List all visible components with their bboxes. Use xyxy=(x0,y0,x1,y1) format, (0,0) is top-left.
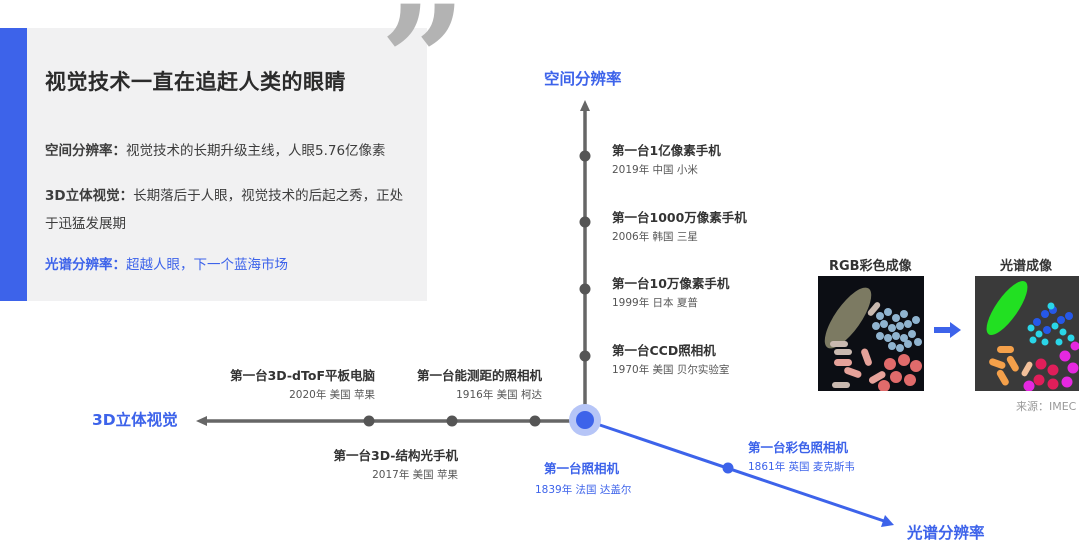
spatial-event-title: 第一台CCD照相机 xyxy=(612,343,716,358)
depth-event-title: 第一台3D-结构光手机 xyxy=(333,448,459,463)
quote-mark-icon: ” xyxy=(380,0,466,149)
point-depth-label: 3D立体视觉： xyxy=(45,188,134,204)
origin-sub: 1839年 法国 达盖尔 xyxy=(535,484,632,496)
point-spectral-label: 光谱分辨率： xyxy=(45,257,126,273)
spectral-event-title: 第一台彩色照相机 xyxy=(748,440,849,455)
spatial-event-sub: 2006年 韩国 三星 xyxy=(612,231,698,243)
spatial-dot xyxy=(579,216,591,228)
depth-dot xyxy=(446,415,458,427)
axis-label-spatial: 空间分辨率 xyxy=(544,70,622,88)
spatial-event-title: 第一台1亿像素手机 xyxy=(612,143,721,158)
axis-label-depth: 3D立体视觉 xyxy=(92,411,178,429)
rgb-image xyxy=(818,276,924,391)
image-source: 来源：IMEC xyxy=(1016,400,1077,413)
spatial-event-sub: 1999年 日本 夏普 xyxy=(612,297,698,309)
depth-event-sub: 2020年 美国 苹果 xyxy=(289,389,375,401)
origin-title: 第一台照相机 xyxy=(544,461,620,476)
spectral-image-label: 光谱成像 xyxy=(1000,259,1053,274)
spatial-dot xyxy=(579,283,591,295)
rgb-image-label: RGB彩色成像 xyxy=(829,259,912,274)
card-title: 视觉技术一直在追赶人类的眼睛 xyxy=(45,70,346,94)
origin-dot xyxy=(576,411,594,429)
depth-dot xyxy=(529,415,541,427)
spatial-dot xyxy=(579,350,591,362)
spectral-arrow-icon xyxy=(881,515,894,527)
summary-card xyxy=(27,28,427,301)
point-depth-text: 长期落后于人眼，视觉技术的后起之秀，正处于迅猛发展期 xyxy=(45,188,404,232)
spatial-arrow-icon xyxy=(580,100,590,111)
spectral-axis-line xyxy=(584,418,885,523)
point-depth: 3D立体视觉：长期落后于人眼，视觉技术的后起之秀，正处于迅猛发展期 xyxy=(45,182,407,238)
depth-dot xyxy=(363,415,375,427)
spatial-event-sub: 2019年 中国 小米 xyxy=(612,164,698,176)
spectral-dot xyxy=(722,462,734,474)
depth-event-title: 第一台3D-dToF平板电脑 xyxy=(230,368,375,383)
accent-bar xyxy=(0,28,27,301)
spatial-event-title: 第一台1000万像素手机 xyxy=(612,210,747,225)
spatial-event-sub: 1970年 美国 贝尔实验室 xyxy=(612,364,730,376)
depth-event-title: 第一台能测距的照相机 xyxy=(416,368,542,383)
point-spatial-label: 空间分辨率： xyxy=(45,143,126,159)
spatial-event-title: 第一台10万像素手机 xyxy=(612,276,730,291)
point-spectral: 光谱分辨率：超越人眼，下一个蓝海市场 xyxy=(45,251,415,279)
point-spatial: 空间分辨率：视觉技术的长期升级主线，人眼5.76亿像素 xyxy=(45,137,415,165)
spectral-image xyxy=(975,276,1079,391)
depth-event-sub: 2017年 美国 苹果 xyxy=(372,469,458,481)
spatial-dot xyxy=(579,150,591,162)
axis-label-spectral: 光谱分辨率 xyxy=(907,524,985,542)
depth-arrow-icon xyxy=(196,416,207,426)
point-spatial-text: 视觉技术的长期升级主线，人眼5.76亿像素 xyxy=(126,143,386,159)
arrow-right-icon xyxy=(934,322,961,338)
point-spectral-text: 超越人眼，下一个蓝海市场 xyxy=(126,257,288,273)
spectral-event-sub: 1861年 英国 麦克斯韦 xyxy=(748,461,855,473)
depth-event-sub: 1916年 美国 柯达 xyxy=(456,389,542,401)
